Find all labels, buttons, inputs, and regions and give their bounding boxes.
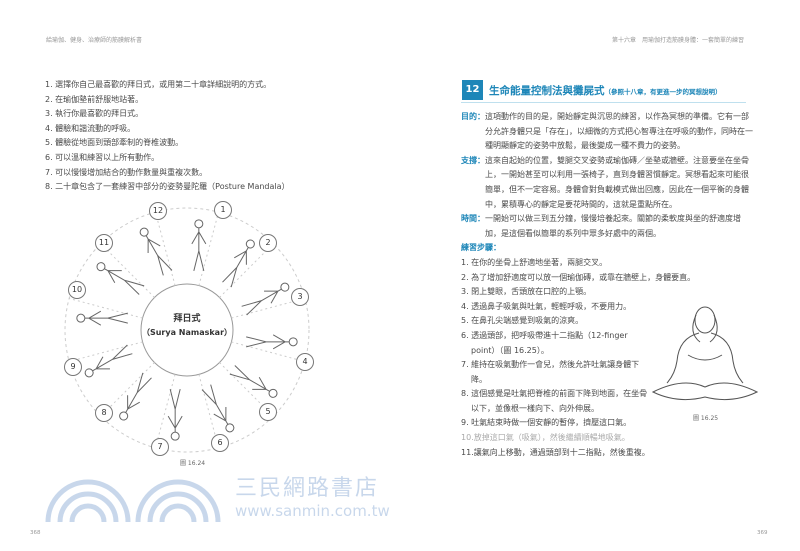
yoga-pose-figure: [222, 239, 255, 288]
position-number: 2: [259, 234, 277, 252]
position-number: 7: [151, 438, 169, 456]
position-number: 6: [211, 434, 229, 452]
position-number: 1: [214, 201, 232, 219]
figure-caption-right: 圖 16.25: [693, 415, 719, 422]
section-note: （參照十八章，有更進一步的冥想說明）: [604, 88, 722, 96]
yoga-pose-figure: [167, 389, 183, 441]
seated-meditation-illustration: [651, 306, 759, 401]
list-item: 9. 吐氣結束時做一個安靜的暫停，擠壓這口氣。: [461, 418, 632, 428]
position-number: 11: [95, 234, 113, 252]
position-number: 12: [149, 202, 167, 220]
list-item: 11.讓氣向上移動，通過頭部到十二指點，然後重複。: [461, 447, 650, 457]
list-item: 8. 二十章包含了一套練習中部分的姿勢曼陀羅（Posture Mandala）: [45, 182, 290, 192]
watermark-name: 三民網路書店: [235, 476, 380, 501]
list-item: 4. 透過鼻子吸氣與吐氣，輕輕呼吸，不要用力。: [461, 301, 632, 311]
section-title: 生命能量控制法與攤屍式: [489, 85, 605, 97]
watermark-logo: [45, 479, 221, 523]
list-item: 5. 體驗從地面到頭部牽制的脊椎波動。: [45, 138, 184, 148]
yoga-pose-figure: [246, 334, 298, 350]
support-label: 支撐：: [461, 155, 485, 165]
purpose-label: 目的：: [461, 112, 485, 121]
mandala-divider: [198, 212, 220, 286]
yoga-pose-figure: [191, 219, 207, 271]
list-item: 6. 透過頭部，把呼吸帶進十二指點（12-finger point）（圖 16.…: [461, 330, 628, 355]
list-item: 1. 在你的坐骨上舒適地坐著，兩腿交叉。: [461, 257, 608, 267]
mandala-divider: [154, 212, 176, 286]
practice-steps-list: 1. 在你的坐骨上舒適地坐著，兩腿交叉。 2. 為了增加舒適度可以放一個瑜伽磚，…: [461, 256, 753, 460]
position-number: 8: [95, 404, 113, 422]
list-item: 2. 在瑜伽墊前舒服地站著。: [45, 94, 144, 104]
mandala-center-title: 拜日式: [173, 314, 201, 324]
position-number: 5: [259, 403, 277, 421]
list-item: 7. 維持在吸氣動作一會兒，然後允許吐氣讓身體下降。: [461, 360, 640, 384]
yoga-pose-figure: [84, 344, 133, 378]
position-number: 9: [64, 358, 82, 376]
right-body: 目的：這項動作的目的是，開始靜定與沉思的練習，以作為冥想的準備。它有一部分允許身…: [461, 110, 753, 460]
list-item: 2. 為了增加舒適度可以放一個瑜伽磚，或靠在牆壁上，身體要直。: [461, 272, 696, 282]
yoga-pose-figure: [241, 282, 290, 316]
page-number-right: 369: [757, 530, 768, 536]
list-item: 5. 在鼻孔尖端感覺到吸氣的涼爽。: [461, 316, 584, 326]
list-item: 6. 可以溫和練習以上所有動作。: [45, 152, 160, 162]
page-number-left: 368: [30, 530, 41, 536]
yoga-pose-figure: [201, 384, 235, 433]
yoga-pose-figure: [96, 262, 145, 295]
list-item: 7. 可以慢慢增加結合的動作數量與重複次數。: [45, 167, 208, 177]
section-title-wrap: 生命能量控制法與攤屍式（參照十八章，有更進一步的冥想說明）: [489, 83, 722, 98]
list-item: 3. 執行你最喜歡的拜日式。: [45, 109, 144, 119]
support-text: 這來自起始的位置，雙腿交叉姿勢或瑜伽磚／坐墊或牆壁。注意要坐在坐骨上，一開始甚至…: [485, 155, 749, 209]
purpose-text: 這項動作的目的是，開始靜定與沉思的練習，以作為冥想的準備。它有一部分允許身體只是…: [485, 112, 753, 151]
list-item: 3. 閉上雙眼，舌頭放在口腔的上顎。: [461, 287, 592, 297]
list-item: 10.放掉這口氣（吸氣），然後繼續順暢地吸氣。: [461, 433, 630, 443]
watermark-url: www.sanmin.com.tw: [235, 502, 390, 520]
position-number: 4: [296, 353, 314, 371]
yoga-pose-figure: [229, 365, 278, 398]
mandala-center-subtitle: （Surya Namaskar）: [141, 328, 233, 337]
list-item: 4. 體驗和諧流動的呼吸。: [45, 123, 136, 133]
sun-salutation-mandala: 拜日式 （Surya Namaskar） 12 1 2 3 4 5 6 7 8 …: [64, 201, 314, 456]
time-text: 一開始可以做三到五分鐘，慢慢培養起來。關節的柔軟度與坐的舒適度增加，是這個看似簡…: [485, 214, 741, 238]
mandala-illustration: [64, 207, 310, 453]
list-item: 1. 選擇你自己最喜歡的拜日式，或用第二十章詳細說明的方式。: [45, 80, 272, 89]
mandala-divider: [231, 341, 305, 363]
position-number: 10: [68, 281, 86, 299]
section-number-badge: 12: [462, 80, 483, 100]
yoga-pose-figure: [119, 372, 152, 421]
list-item: 8. 這個感覺是吐氣把脊椎的前面下降到地面，在坐骨以下，並像根一樣向下、向外伸展…: [461, 389, 648, 413]
figure-caption-left: 圖 16.24: [180, 460, 206, 467]
mandala-divider: [154, 374, 176, 448]
yoga-pose-figure: [139, 227, 173, 276]
left-steps-list: 1. 選擇你自己最喜歡的拜日式，或用第二十章詳細說明的方式。 2. 在瑜伽墊前舒…: [45, 78, 290, 195]
yoga-pose-figure: [76, 310, 128, 326]
time-label: 時間：: [461, 214, 485, 224]
watermark: 三民網路書店 www.sanmin.com.tw: [40, 470, 410, 530]
running-header-left: 給瑜伽、健身、治療師的筋膜解析書: [46, 37, 143, 44]
mandala-divider: [69, 297, 143, 319]
position-number: 3: [291, 288, 309, 306]
mandala-divider: [69, 341, 143, 363]
steps-label: 練習步驟：: [461, 243, 501, 253]
running-header-right: 第十六章 用瑜伽打造筋膜身體：一套簡單的練習: [612, 37, 745, 44]
section-heading: 12 生命能量控制法與攤屍式（參照十八章，有更進一步的冥想說明）: [461, 80, 746, 103]
